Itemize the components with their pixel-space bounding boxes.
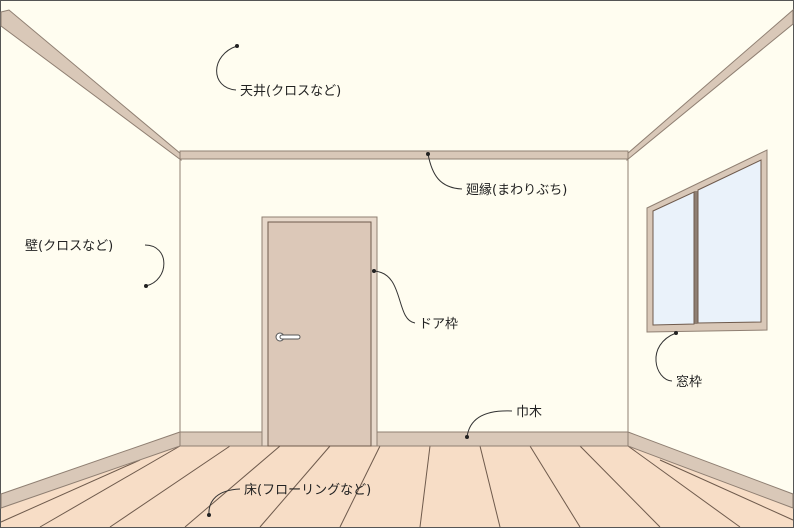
floor — [1, 446, 793, 527]
label-baseboard: 巾木 — [516, 405, 542, 420]
door-handle — [275, 332, 301, 342]
label-molding: 廻縁(まわりぶち) — [466, 182, 567, 198]
leader-window-frame — [655, 332, 677, 382]
molding-back — [179, 150, 629, 160]
leader-lines — [144, 45, 677, 516]
label-window-frame: 窓枠 — [676, 374, 702, 390]
leader-floor — [208, 488, 241, 516]
door — [267, 221, 372, 447]
leader-door-frame — [373, 270, 416, 324]
leader-molding — [427, 153, 463, 190]
ceiling — [1, 1, 793, 155]
baseboard-back — [179, 431, 629, 447]
label-door-frame: ドア枠 — [419, 317, 458, 332]
leader-wall — [144, 244, 165, 287]
label-floor: 床(フローリングなど) — [244, 483, 371, 498]
leader-ceiling — [216, 45, 238, 91]
floorboard-lines — [0, 445, 794, 528]
molding-right — [626, 8, 794, 162]
label-ceiling: 天井(クロスなど) — [240, 84, 341, 99]
leader-baseboard — [466, 410, 513, 438]
window-glass-left — [652, 191, 695, 326]
label-wall: 壁(クロスなど) — [25, 239, 113, 254]
leader-dots — [144, 44, 678, 517]
window-glass-right — [697, 159, 762, 324]
